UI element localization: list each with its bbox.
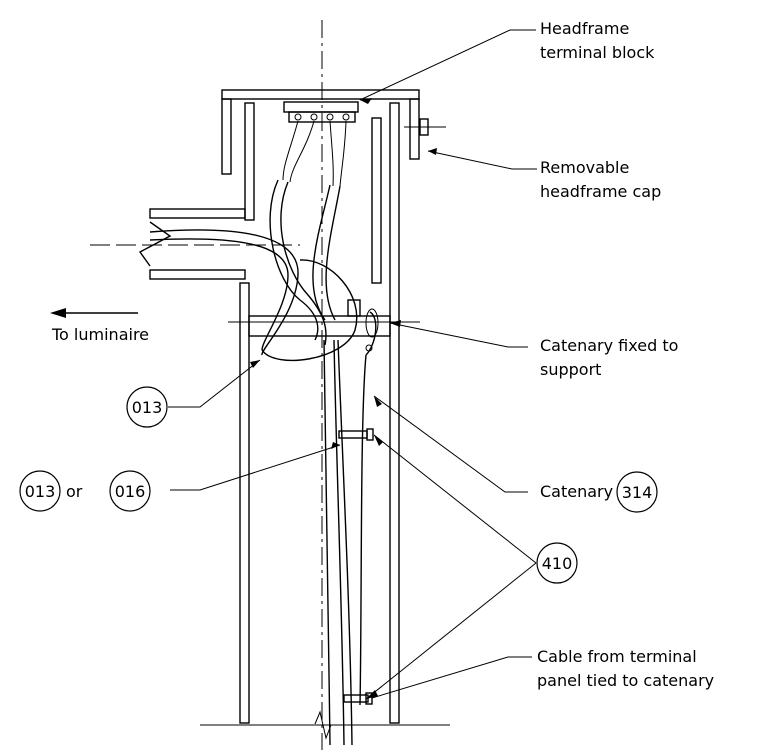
luminaire-arm — [90, 208, 300, 280]
ref-bubble-314: 314 — [616, 471, 658, 513]
catenary-support — [228, 299, 420, 337]
terminal-block — [283, 101, 359, 123]
arrowhead — [331, 442, 340, 449]
ref-bubble-013-lower: 013 — [19, 470, 61, 512]
ground-break-line — [200, 710, 450, 740]
label-or: or — [66, 482, 83, 501]
label-headframe-terminal-block: Headframe terminal block — [540, 19, 655, 62]
ref-bubble-013-upper: 013 — [126, 386, 168, 428]
ref-013-lower-text: 013 — [25, 482, 56, 501]
label-catenary: Catenary — [540, 482, 613, 501]
leader-lines — [168, 29, 537, 700]
cable-loop — [149, 120, 358, 362]
arrowhead — [390, 320, 401, 327]
label-catenary-fixed-line2: support — [540, 360, 601, 379]
ref-bubble-016: 016 — [109, 470, 151, 512]
luminaire-arrow — [50, 308, 138, 318]
pole-cable — [323, 339, 353, 746]
label-cap-line1: Removable — [540, 158, 629, 177]
arrowhead — [360, 98, 372, 104]
pole-wall-left — [239, 282, 250, 724]
label-cable-line1: Cable from terminal — [537, 647, 697, 666]
arrowhead — [374, 396, 382, 407]
arrowhead — [428, 148, 437, 155]
pole-wall-left-upper — [244, 102, 255, 221]
label-headframe-line2: terminal block — [540, 43, 655, 62]
arrowhead — [250, 360, 260, 368]
ref-013-upper-text: 013 — [132, 398, 163, 417]
label-removable-cap: Removable headframe cap — [540, 158, 661, 201]
arrowhead — [374, 435, 383, 446]
cable-tie-upper — [338, 428, 374, 441]
ref-016-text: 016 — [115, 482, 146, 501]
headframe-cap — [221, 89, 446, 175]
ref-410-text: 410 — [542, 554, 573, 573]
label-headframe-line1: Headframe — [540, 19, 629, 38]
label-cable: Cable from terminal panel tied to catena… — [537, 647, 714, 690]
catenary-wire — [359, 308, 379, 706]
ref-bubble-410: 410 — [536, 542, 578, 584]
label-cap-line2: headframe cap — [540, 182, 661, 201]
ref-314-text: 314 — [622, 483, 653, 502]
label-cable-line2: panel tied to catenary — [537, 671, 714, 690]
label-catenary-fixed: Catenary fixed to support — [540, 336, 678, 379]
label-catenary-fixed-line1: Catenary fixed to — [540, 336, 678, 355]
label-to-luminaire: To luminaire — [51, 325, 149, 344]
pole-wall-right — [389, 102, 400, 724]
mounting-plate — [371, 117, 382, 284]
arrowhead — [366, 690, 378, 699]
